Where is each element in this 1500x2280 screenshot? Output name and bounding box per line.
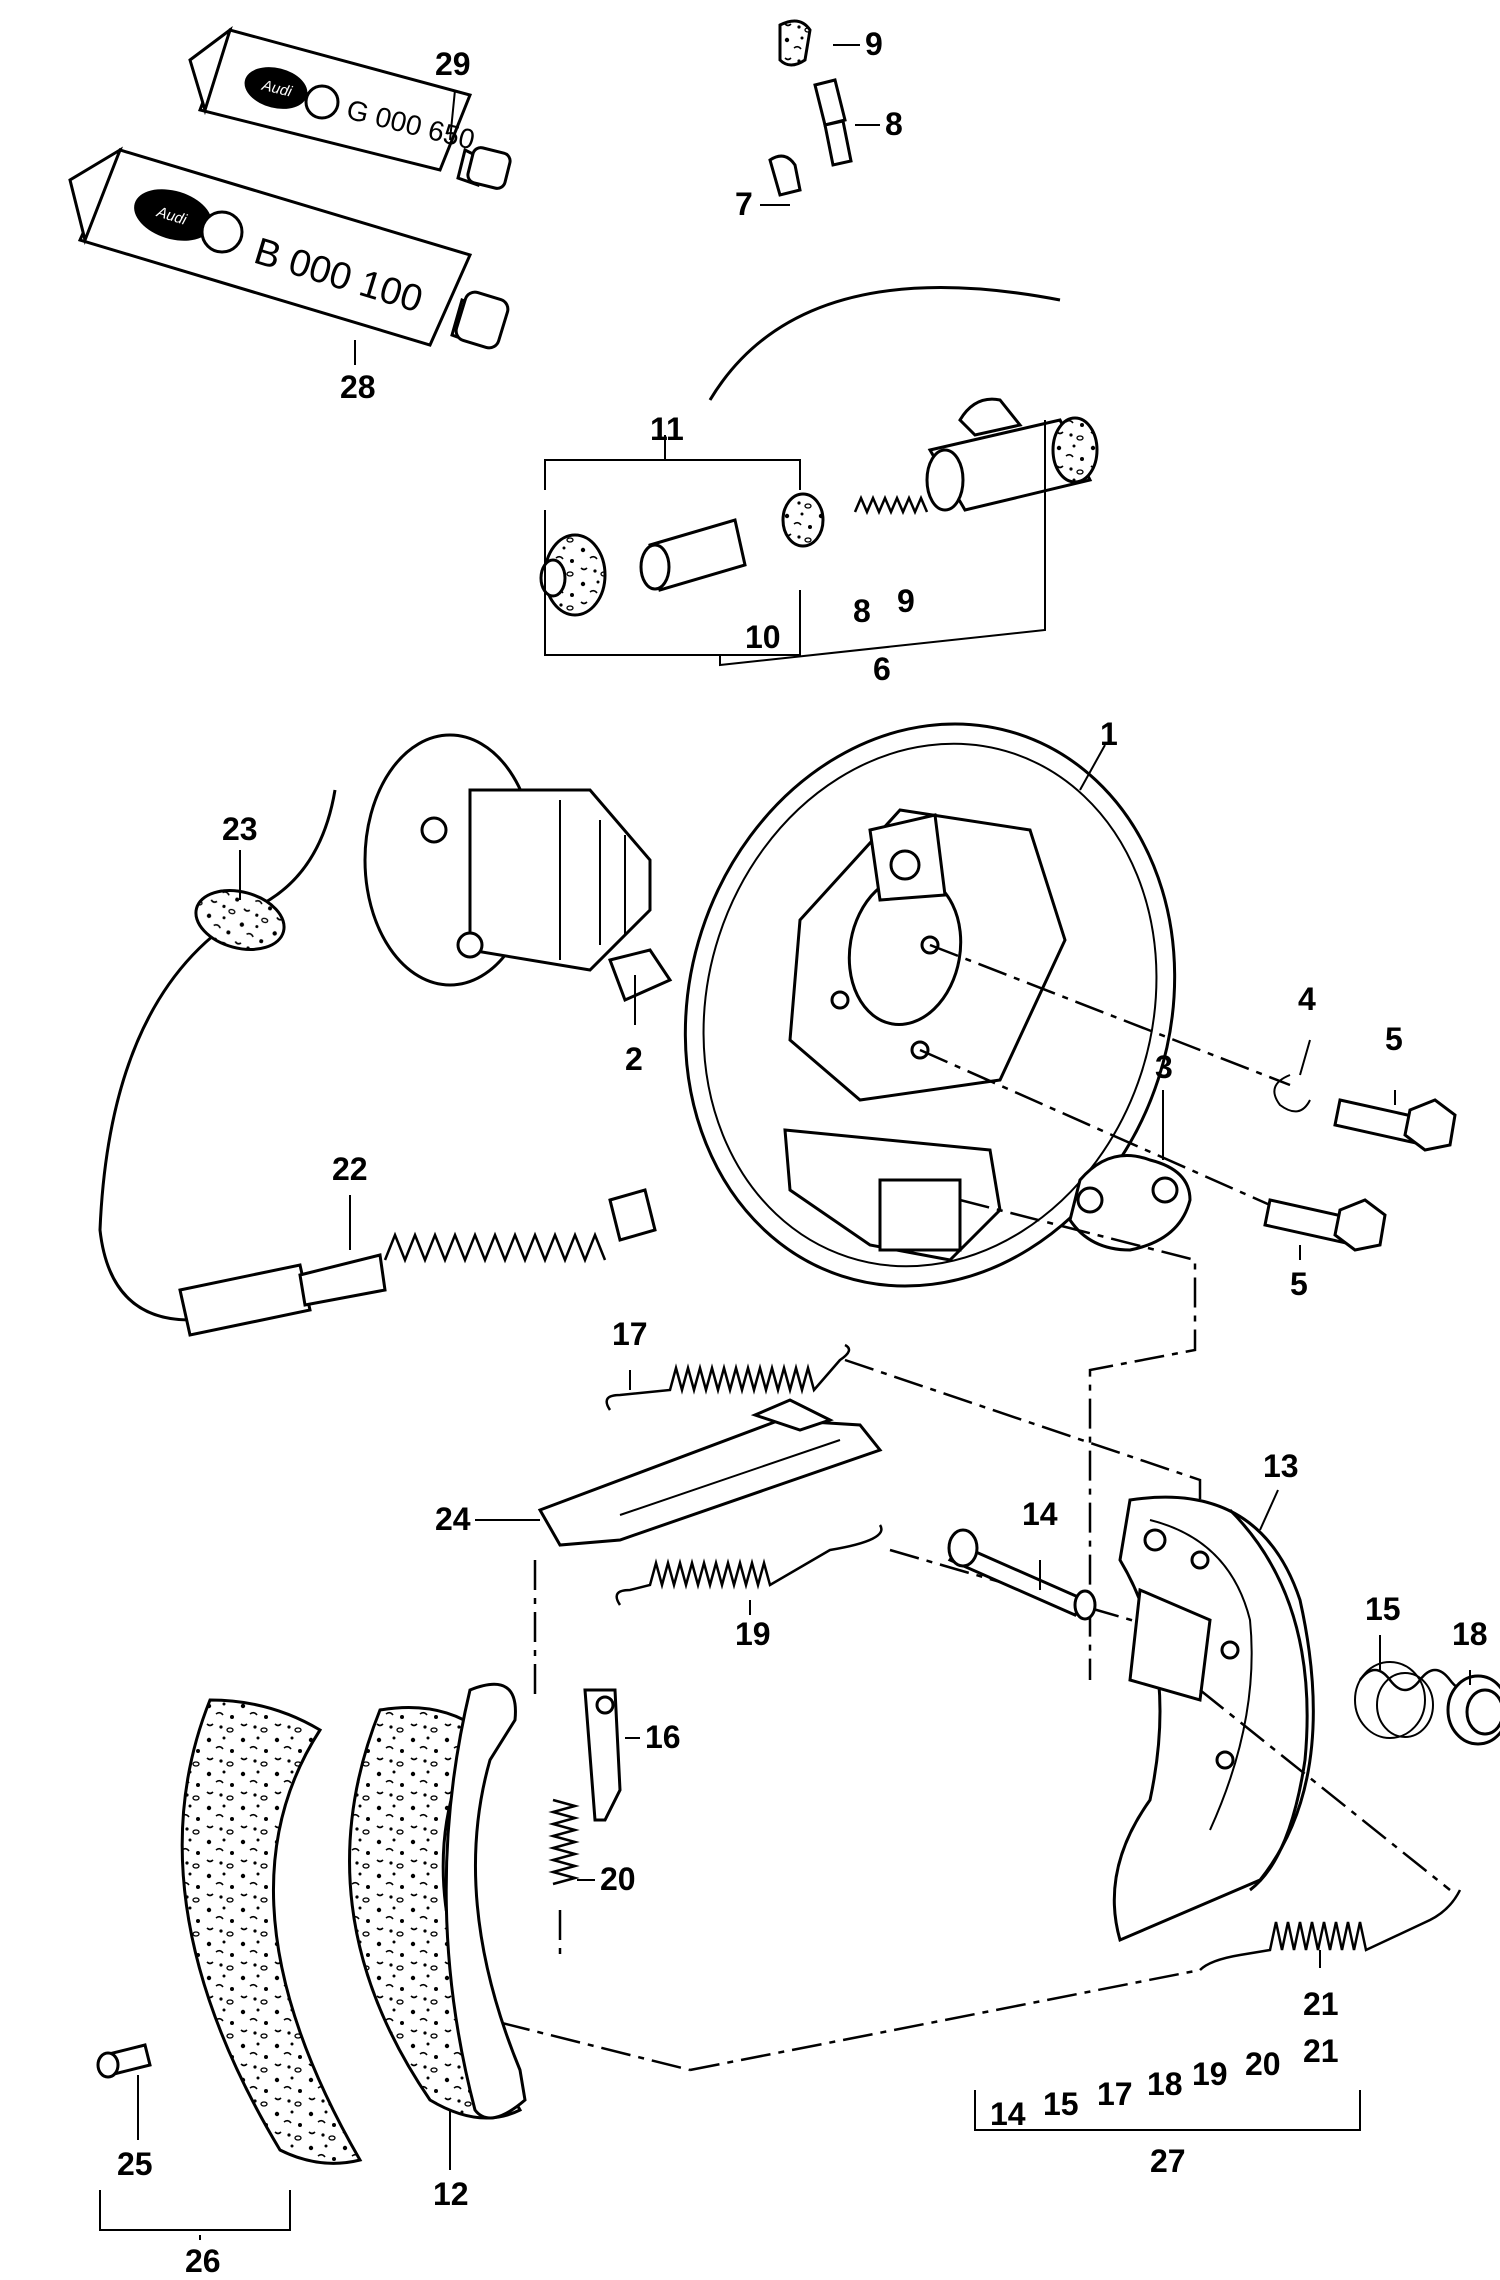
grease-cap-part <box>608 948 673 1003</box>
kit27-item-21: 21 <box>1303 2033 1339 2069</box>
callout-24: 24 <box>435 1501 471 1537</box>
callout-8: 8 <box>885 106 903 142</box>
bleeder-valve-part <box>813 78 853 167</box>
callout-1: 1 <box>1100 716 1118 752</box>
cylinder-cup-left <box>539 533 607 617</box>
callout-16: 16 <box>645 1719 681 1755</box>
dust-cap-part <box>778 19 812 67</box>
small-screw-part <box>768 154 802 197</box>
callout-2: 2 <box>625 1041 643 1077</box>
cable-grommet <box>194 889 286 951</box>
brake-shoe-left <box>348 1682 527 2120</box>
bracket-27 <box>974 2090 1361 2131</box>
cable-spring <box>383 1231 607 1264</box>
callout-8b: 8 <box>853 593 871 629</box>
callout-29: 29 <box>435 46 471 82</box>
kit-27-members: 14 15 17 18 19 20 21 <box>990 2033 1339 2132</box>
callout-10: 10 <box>745 619 781 655</box>
callout-11: 11 <box>650 411 684 447</box>
backing-plate <box>683 722 1177 1288</box>
callout-5-lower: 5 <box>1290 1266 1308 1302</box>
callout-23: 23 <box>222 811 258 847</box>
bolt-lower <box>1263 1198 1387 1252</box>
callout-14: 14 <box>1022 1496 1058 1532</box>
retaining-pin <box>947 1528 1097 1621</box>
callout-17: 17 <box>612 1316 648 1352</box>
bracket-26 <box>99 2190 291 2231</box>
spring-line-21 <box>689 1689 1451 2072</box>
lower-shoe-spring <box>1199 1889 1462 1971</box>
callout-27: 27 <box>1150 2143 1186 2179</box>
kit27-item: 19 <box>1192 2056 1228 2092</box>
callout-12: 12 <box>433 2176 469 2212</box>
leader-lines <box>137 44 1471 2240</box>
callout-4: 4 <box>1298 981 1316 1017</box>
callout-7: 7 <box>735 186 753 222</box>
cylinder-piston <box>639 518 747 592</box>
callout-28: 28 <box>340 369 376 405</box>
adapter-plate-part <box>1068 1154 1192 1252</box>
spring-line-upper <box>844 1358 1202 1500</box>
cable-nipple <box>608 1188 657 1242</box>
stub-axle <box>363 733 652 987</box>
callout-20: 20 <box>600 1861 636 1897</box>
callout-18: 18 <box>1452 1616 1488 1652</box>
cable-end-fitting <box>178 1253 387 1337</box>
callout-22: 22 <box>332 1151 368 1187</box>
kit27-item: 17 <box>1097 2076 1133 2112</box>
adjuster-spring <box>548 1798 580 1886</box>
callout-5-upper: 5 <box>1385 1021 1403 1057</box>
cylinder-spring <box>853 494 929 516</box>
brake-lining <box>180 1698 363 2165</box>
bracket-lower-left <box>544 510 801 656</box>
callout-9: 9 <box>865 26 883 62</box>
callout-3: 3 <box>1155 1049 1173 1085</box>
callout-13: 13 <box>1263 1448 1299 1484</box>
grease-tube-b000100: Audi B 000 100 <box>68 146 510 350</box>
callout-21: 21 <box>1303 1986 1339 2022</box>
backing-plate-arc-top <box>708 286 1061 401</box>
callout-26: 26 <box>185 2243 221 2279</box>
callout-9b: 9 <box>897 583 915 619</box>
kit27-item: 20 <box>1245 2046 1281 2082</box>
wheel-cylinder <box>925 397 1099 512</box>
bracket-11 <box>544 435 801 490</box>
callout-6: 6 <box>873 651 891 687</box>
spring-cap <box>1446 1674 1500 1746</box>
callout-15: 15 <box>1365 1591 1401 1627</box>
bracket-6 <box>719 420 1046 667</box>
handbrake-cable <box>98 789 337 1322</box>
brake-shoe-right <box>1112 1495 1315 1943</box>
adjusting-lever <box>583 1688 622 1822</box>
callout-19: 19 <box>735 1616 771 1652</box>
rivet-part <box>96 2043 152 2079</box>
kit27-item: 18 <box>1147 2066 1183 2102</box>
axis-line-lower <box>919 1048 1271 1207</box>
grease-tube-g000650: Audi G 000 650 <box>188 26 512 190</box>
callout-labels: 9 8 7 29 28 11 10 8 9 6 1 2 3 4 5 5 23 2… <box>117 26 1488 2279</box>
assembly-line-right <box>959 1198 1197 1680</box>
upper-return-spring <box>605 1343 851 1411</box>
cylinder-cup-right <box>781 492 825 548</box>
callout-25: 25 <box>117 2146 153 2182</box>
adjuster-strut <box>537 1398 883 1547</box>
lower-return-spring <box>615 1524 883 1606</box>
axis-line-upper <box>929 943 1291 1087</box>
kit27-item: 15 <box>1043 2086 1079 2122</box>
kit27-item: 14 <box>990 2096 1026 2132</box>
bolt-upper <box>1333 1098 1457 1152</box>
